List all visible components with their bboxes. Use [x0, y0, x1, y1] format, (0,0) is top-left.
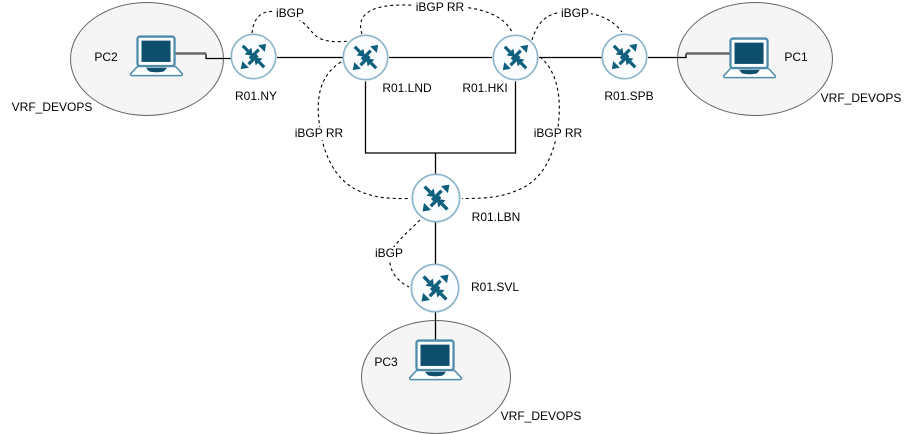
bgp-label-lbn-svl: iBGP: [372, 246, 406, 261]
laptop-icon-pc3: [408, 339, 463, 381]
router-label-ny: R01.NY: [234, 89, 278, 103]
bgp-label-hki-spb: iBGP: [558, 6, 592, 21]
link-pc2-ny: [205, 53, 231, 60]
router-icon-ny: [230, 33, 277, 80]
pc-label-pc1: PC1: [784, 50, 808, 64]
vrf-label-pc2: VRF_DEVOPS: [11, 100, 93, 114]
router-label-hki: R01.HKI: [462, 81, 508, 95]
router-icon-svl: [410, 263, 460, 313]
router-label-lnd: R01.LND: [382, 81, 432, 95]
link-lnd-hki-to-lbn-bus: [364, 81, 517, 154]
pc-label-pc3: PC3: [374, 355, 398, 369]
bgp-curve-lnd-hki: [360, 4, 513, 35]
router-icon-hki: [492, 34, 539, 81]
router-icon-lnd: [342, 34, 389, 81]
bgp-label-lnd-hki: iBGP RR: [413, 0, 467, 15]
bgp-curve-lnd-lbn: [317, 61, 411, 200]
router-label-lbn: R01.LBN: [471, 210, 521, 224]
bgp-curve-lbn-svl: [389, 219, 421, 288]
bgp-label-hki-lbn: iBGP RR: [531, 126, 585, 141]
router-icon-lbn: [411, 173, 461, 223]
vrf-label-pc1: VRF_DEVOPS: [820, 91, 902, 105]
pc-label-pc2: PC2: [94, 50, 118, 64]
bgp-label-ny-lnd: iBGP: [273, 6, 307, 21]
vrf-label-pc3: VRF_DEVOPS: [500, 409, 582, 423]
bgp-label-lnd-lbn: iBGP RR: [292, 126, 346, 141]
router-label-spb: R01.SPB: [604, 89, 654, 103]
router-label-svl: R01.SVL: [470, 280, 520, 294]
link-spb-pc1: [648, 53, 687, 59]
laptop-icon-pc2: [129, 35, 184, 77]
router-icon-spb: [601, 33, 648, 80]
bgp-curve-ny-lnd: [251, 10, 350, 43]
laptop-icon-pc1: [722, 37, 777, 79]
